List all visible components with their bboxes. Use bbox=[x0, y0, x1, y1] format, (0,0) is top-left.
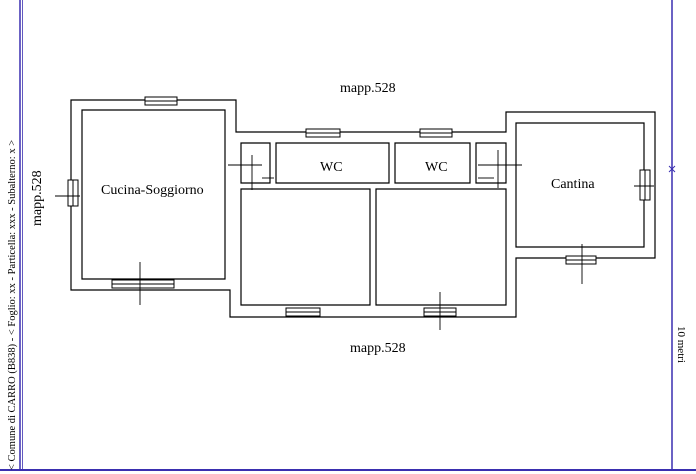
corridor-right-wall bbox=[475, 142, 507, 184]
window-cantina-right bbox=[639, 169, 651, 201]
window-kitchen-left bbox=[67, 179, 79, 207]
room-label-wc-1: WC bbox=[320, 160, 343, 175]
scale-label: 10 metri bbox=[675, 326, 687, 363]
room-label-kitchen: Cucina-Soggiorno bbox=[101, 183, 204, 198]
window-wc-2 bbox=[419, 128, 453, 138]
windows bbox=[67, 96, 651, 317]
walls bbox=[70, 99, 656, 318]
window-wc-1 bbox=[305, 128, 341, 138]
kitchen-inner-wall bbox=[81, 109, 226, 280]
window-cantina-bottom bbox=[565, 255, 597, 265]
doors bbox=[55, 150, 654, 330]
mapp-left-label: mapp.528 bbox=[30, 170, 45, 226]
door-cantina-corridor bbox=[478, 150, 522, 188]
room-label-wc-2: WC bbox=[425, 160, 448, 175]
corridor-left-wall bbox=[240, 142, 271, 184]
door-kitchen-corridor bbox=[228, 155, 262, 190]
window-kitchen-bottom bbox=[111, 279, 175, 289]
wc-1-wall bbox=[275, 142, 390, 184]
kitchen-wing-outer-wall bbox=[70, 99, 656, 318]
cadastral-reference-text: < Comune di CARRO (B838) - < Foglio: xx … bbox=[7, 140, 18, 470]
mapp-bottom-label: mapp.528 bbox=[350, 341, 406, 356]
mapp-top-label: mapp.528 bbox=[340, 81, 396, 96]
lower-room-right-wall bbox=[375, 188, 507, 306]
lower-room-left-wall bbox=[240, 188, 371, 306]
window-lower-left bbox=[285, 307, 321, 317]
window-kitchen-top bbox=[144, 96, 178, 106]
cantina-inner-wall bbox=[515, 122, 645, 248]
room-label-cantina: Cantina bbox=[551, 177, 595, 192]
wc-2-wall bbox=[394, 142, 471, 184]
